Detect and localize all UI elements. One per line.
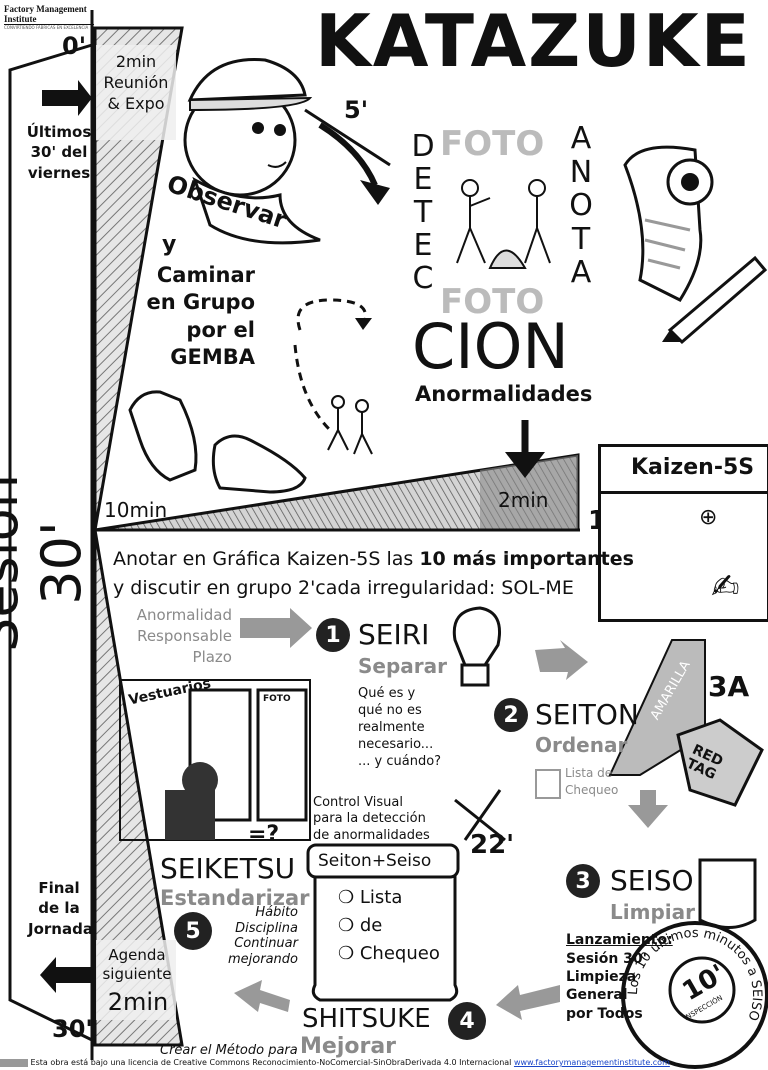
people-inspection-icon [456, 179, 551, 269]
step-2-number: 2 [494, 698, 528, 732]
license-badge-icon [0, 1058, 28, 1067]
footer-license: Esta obra está bajo una licencia de Crea… [0, 1058, 768, 1067]
seiketsu-notes: Hábito Disciplina Continuar mejorando [228, 905, 298, 967]
session-vertical-title: Sesión 30' [0, 474, 93, 652]
foto-top-label: FOTO [440, 124, 545, 164]
step-5-name: SEIKETSU [160, 852, 296, 885]
annotate-letter: A [570, 121, 592, 156]
scroll-item: Lista [359, 887, 403, 908]
step-4-sub: Mejorar [300, 1034, 397, 1059]
start-block: 2min Reunión & Expo [103, 52, 169, 113]
step-5-number: 5 [174, 912, 212, 950]
scroll-title: Seiton+Seiso [318, 851, 432, 871]
walking-people-icon [327, 395, 373, 455]
instruction-line1: Anotar en Gráfica Kaizen-5S las [113, 548, 420, 570]
walk-gemba-text: Caminar en Grupo por el GEMBA [146, 263, 255, 369]
annotate-letter: O [569, 188, 593, 224]
marker-5: 5' [344, 96, 369, 124]
seiri-question: Qué es y qué no es realmente necesario..… [358, 686, 442, 769]
detect-letter: D [411, 129, 435, 164]
step-3-name: SEISO [610, 864, 694, 897]
step-5-sub: Estandarizar [160, 886, 310, 910]
scroll-item: Chequeo [359, 942, 440, 964]
step-4-name: SHITSUKE [302, 1004, 431, 1034]
seiso-stamp: Los 10 últimos minutos a SEISO [626, 926, 764, 1023]
annotate-letter: T [571, 221, 591, 257]
end-block-time: 2min [107, 988, 169, 1016]
detect-left-column: D E T E C [408, 130, 438, 295]
end-marker: 30' [52, 1015, 93, 1043]
institute-tagline: CONVIRTIENDO FÁBRICAS EN EXCELENCIA [4, 24, 94, 30]
step-3-sub: Limpiar [610, 900, 695, 924]
scroll-checklist: ❍ Lista ❍ de ❍ Chequeo [338, 884, 440, 968]
footer-link[interactable]: www.factorymanagementinstitute.com [513, 1058, 670, 1067]
step-4-number: 4 [448, 1002, 486, 1040]
control-visual-text: Control Visual para la detección de anor… [313, 795, 430, 843]
annotate-letter: N [569, 154, 593, 190]
instruction-highlight: 10 más importantes [419, 548, 634, 570]
institute-logo: Factory Management Institute CONVIRTIEND… [4, 4, 94, 30]
step-2-sub: Ordenar [535, 733, 628, 757]
step-1-number: 1 [316, 618, 350, 652]
step-1-name: SEIRI [358, 618, 430, 651]
seiton-checklist-label: Lista de Chequeo [565, 766, 619, 797]
annotate-right-column: A N O T A [566, 122, 596, 290]
detect-letter: E [413, 162, 433, 197]
annotate-letter: A [570, 255, 592, 291]
launch-heading: Lanzamiento: [566, 932, 673, 948]
anomaly-fields: Anormalidad Responsable Plazo [136, 606, 232, 666]
bullet-icon: ❍ [338, 914, 360, 936]
marker-22: 22' [470, 830, 515, 860]
target-icon: ⊕ [699, 505, 718, 530]
start-marker: 0' [62, 32, 87, 60]
step-3-number: 3 [566, 864, 600, 898]
detect-letter: C [412, 261, 434, 296]
launch-body: Sesión 30' Limpieza General por Todos [566, 951, 647, 1022]
page-title: KATAZUKE [315, 0, 752, 83]
institute-name: Factory Management Institute [4, 4, 87, 24]
end-block-label: Agenda siguiente [102, 946, 172, 983]
kaizen-card-title: Kaizen-5S [631, 455, 755, 480]
question-mark-label: =? [248, 822, 280, 847]
bullet-icon: ❍ [338, 942, 360, 964]
bullet-icon: ❍ [338, 887, 360, 908]
writing-hand-icon: ✍ [711, 567, 740, 607]
step-2-name: SEITON [535, 698, 639, 731]
foto-bottom-label: FOTO [440, 282, 545, 322]
instruction-text: Anotar en Gráfica Kaizen-5S las 10 más i… [113, 545, 634, 602]
scroll-item: de [359, 914, 383, 936]
anomalies-label: Anormalidades [415, 382, 593, 406]
instruction-line2: y discutir en grupo 2'cada irregularidad… [113, 576, 574, 599]
three-a-label: 3A [708, 670, 750, 703]
left-top-note: Últimos 30' del viernes [26, 123, 92, 182]
license-text: Esta obra está bajo una licencia de Crea… [30, 1058, 512, 1067]
walk-time: 10min [104, 498, 168, 522]
left-bottom-note: Final de la Jornada [28, 879, 93, 938]
cion-label: CION [412, 310, 569, 383]
mejorar-prefix: Crear el Método para [160, 1043, 298, 1058]
kaizen-chart-card: Kaizen-5S ⊕ ✍ [598, 444, 768, 622]
detect-letter: E [413, 228, 433, 263]
observe-and: y [162, 232, 177, 257]
foto-small-label: FOTO [263, 694, 291, 704]
step-1-sub: Separar [358, 654, 448, 678]
detect-letter: T [413, 195, 433, 230]
detect-time: 2min [498, 488, 549, 512]
